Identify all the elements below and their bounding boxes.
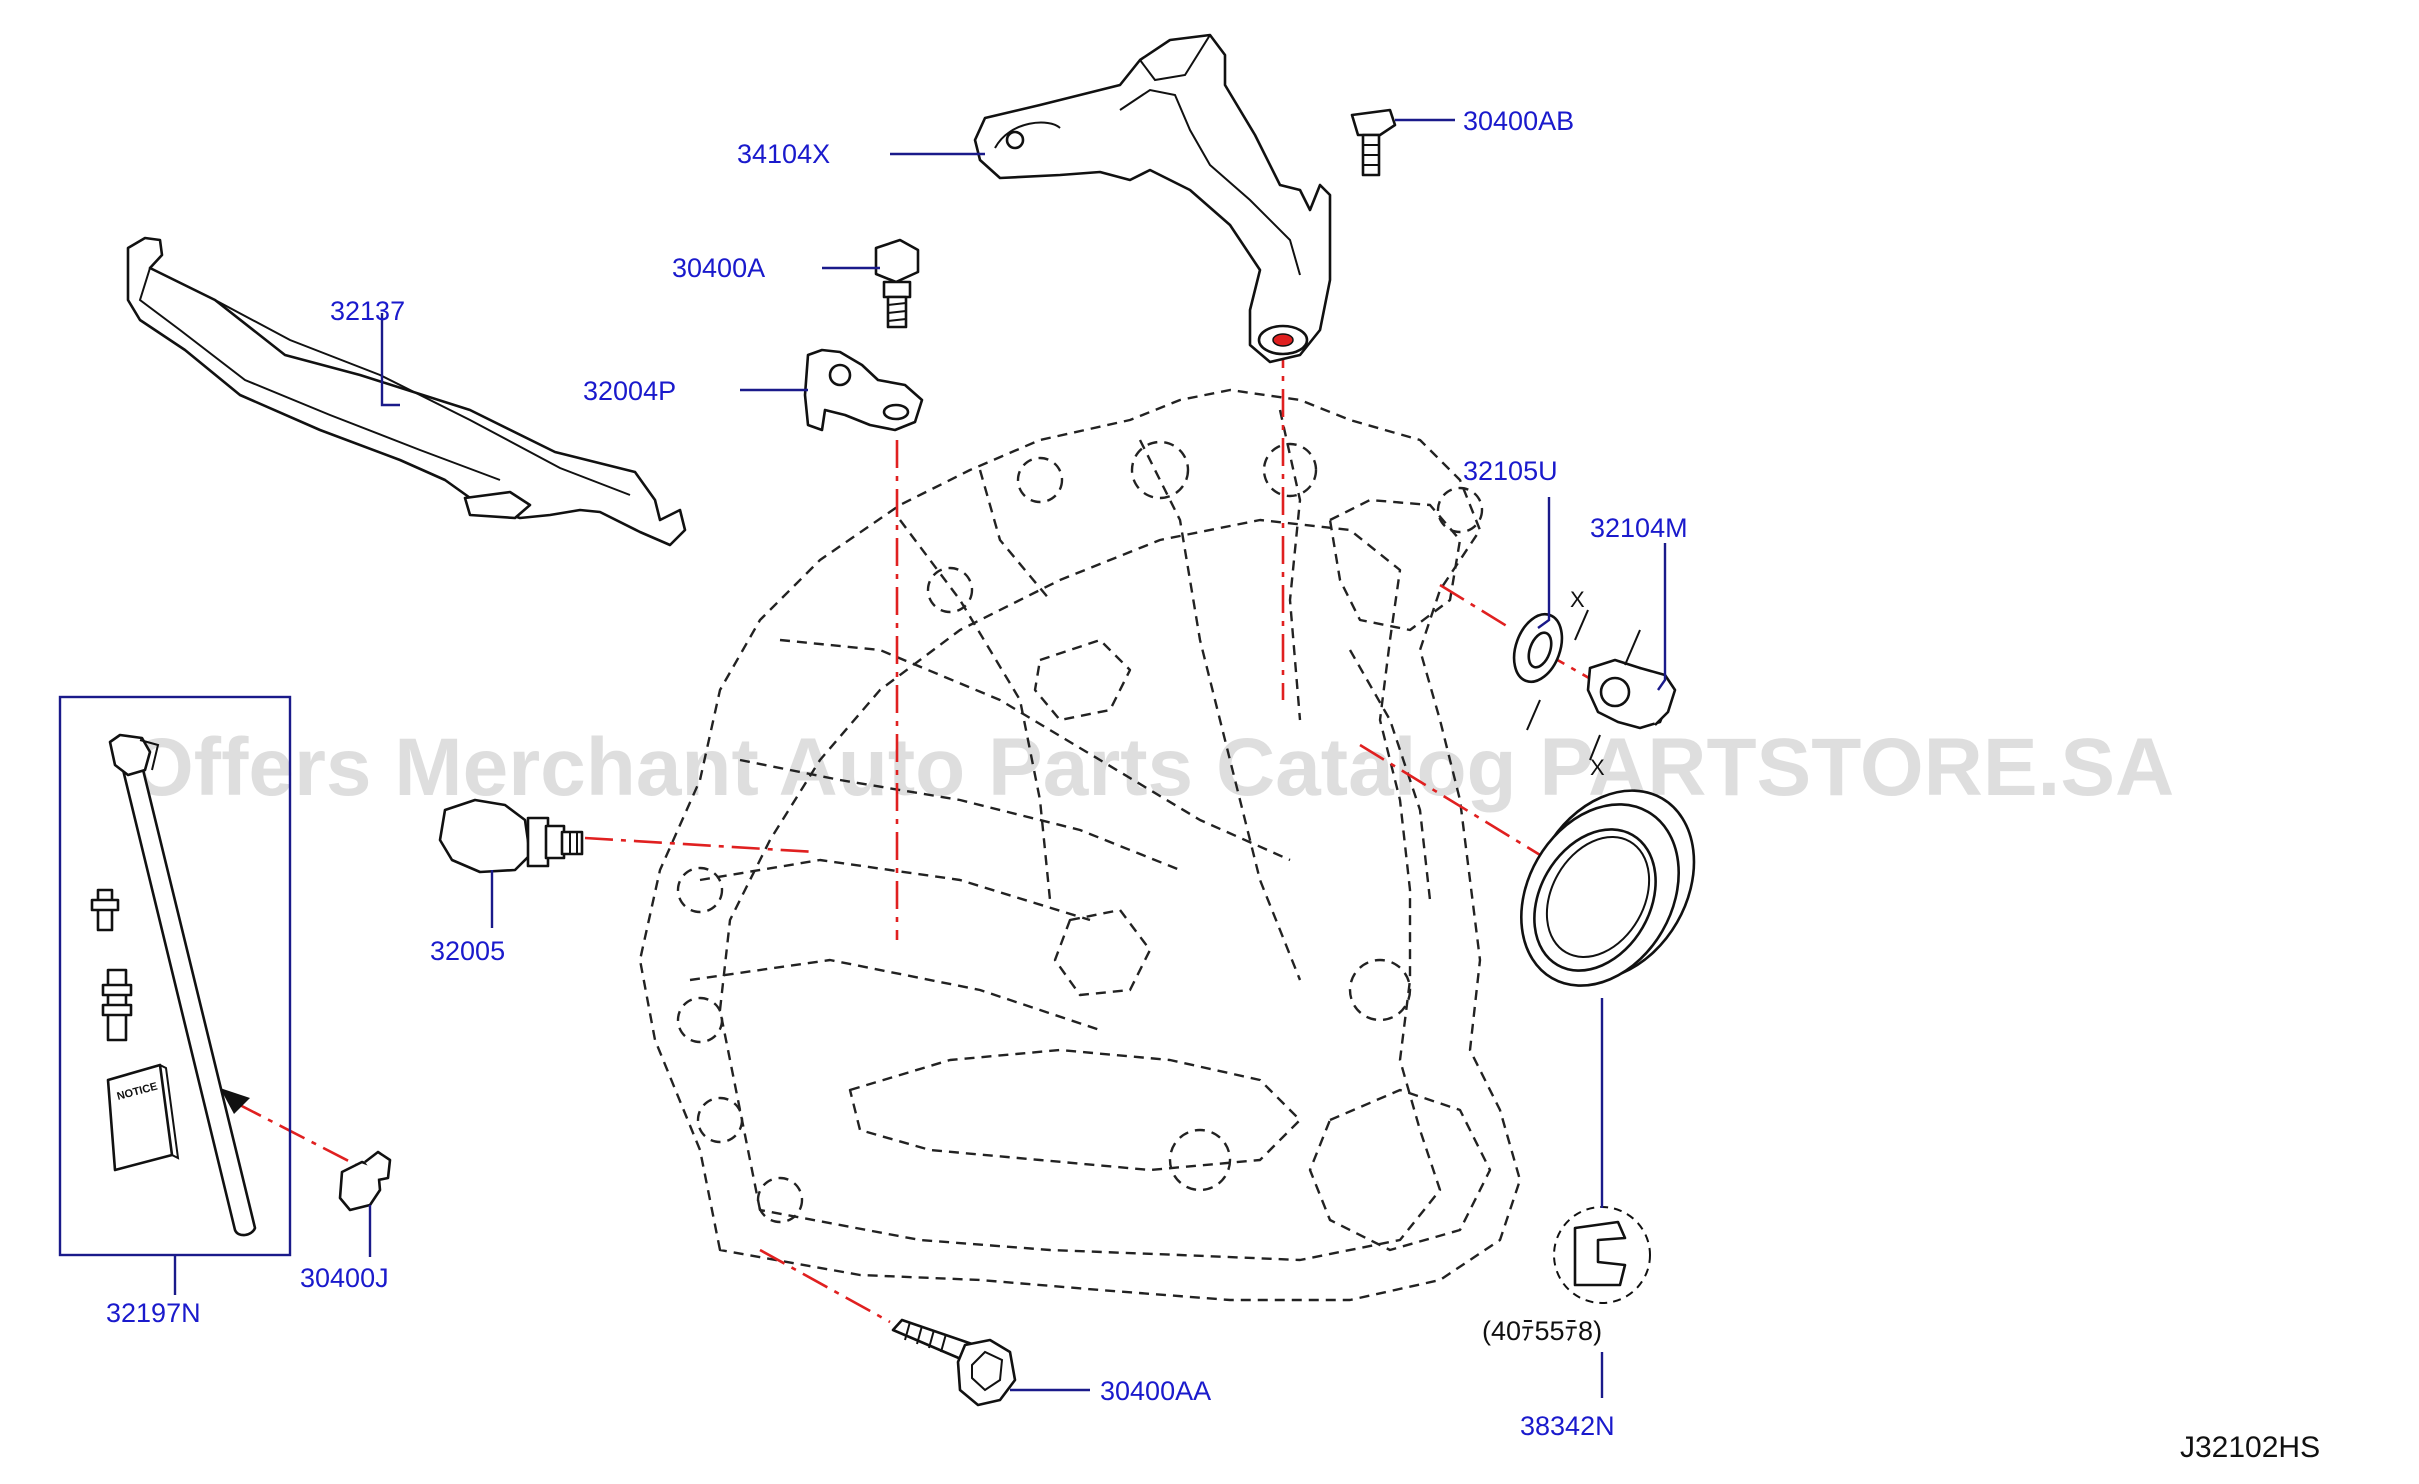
assembly-axis-lines <box>220 340 1611 1324</box>
part-32137-long-bracket <box>126 236 687 547</box>
dimension-mark-x: X <box>1590 755 1605 780</box>
callout-38342N[interactable]: 38342N <box>1520 1411 1615 1441</box>
part-38342N-oil-seal <box>1520 789 1696 987</box>
callout-32005[interactable]: 32005 <box>430 936 505 966</box>
part-32104M-cap <box>1586 658 1677 730</box>
callout-30400AB[interactable]: 30400AB <box>1463 106 1574 136</box>
part-34104X-bracket <box>973 33 1332 364</box>
callout-30400A[interactable]: 30400A <box>672 253 765 283</box>
kit-small-fitting <box>90 888 120 932</box>
callout-32137[interactable]: 32137 <box>330 296 405 326</box>
kit-notice-booklet: NOTICE <box>106 1063 180 1172</box>
part-32005-sensor-switch <box>438 798 584 874</box>
part-30400J-clip <box>338 1150 392 1212</box>
leader-lines <box>173 118 1667 1398</box>
callout-32197N[interactable]: 32197N <box>106 1298 201 1328</box>
kit-small-fitting <box>101 968 133 1042</box>
transmission-case-outline <box>638 388 1522 1302</box>
part-30400A-bolt <box>874 238 920 329</box>
part-30400AB-bolt <box>1350 108 1397 177</box>
callout-32105U[interactable]: 32105U <box>1463 456 1558 486</box>
watermark: Offers Merchant Auto Parts Catalog PARTS… <box>130 722 2174 813</box>
arrow-head-icon <box>220 1088 250 1114</box>
callout-30400AA[interactable]: 30400AA <box>1100 1376 1211 1406</box>
part-32105U-ring <box>1512 612 1564 684</box>
part-32004P-bracket <box>803 348 924 432</box>
dimension-mark-x: X <box>1570 587 1585 612</box>
callout-30400J[interactable]: 30400J <box>300 1263 389 1293</box>
dimension-arrows: X X <box>1526 587 1641 780</box>
seal-cross-section <box>1553 1206 1651 1304</box>
callout-32104M[interactable]: 32104M <box>1590 513 1688 543</box>
part-30400AA-bolt <box>891 1318 1017 1407</box>
kit-32197N-group: NOTICE <box>58 695 292 1257</box>
seal-size-note: (40ﾃ55ﾃ8) <box>1482 1316 1602 1346</box>
diagram-code: J32102HS <box>2180 1431 2320 1464</box>
callout-34104X[interactable]: 34104X <box>737 139 830 169</box>
callout-32004P[interactable]: 32004P <box>583 376 676 406</box>
